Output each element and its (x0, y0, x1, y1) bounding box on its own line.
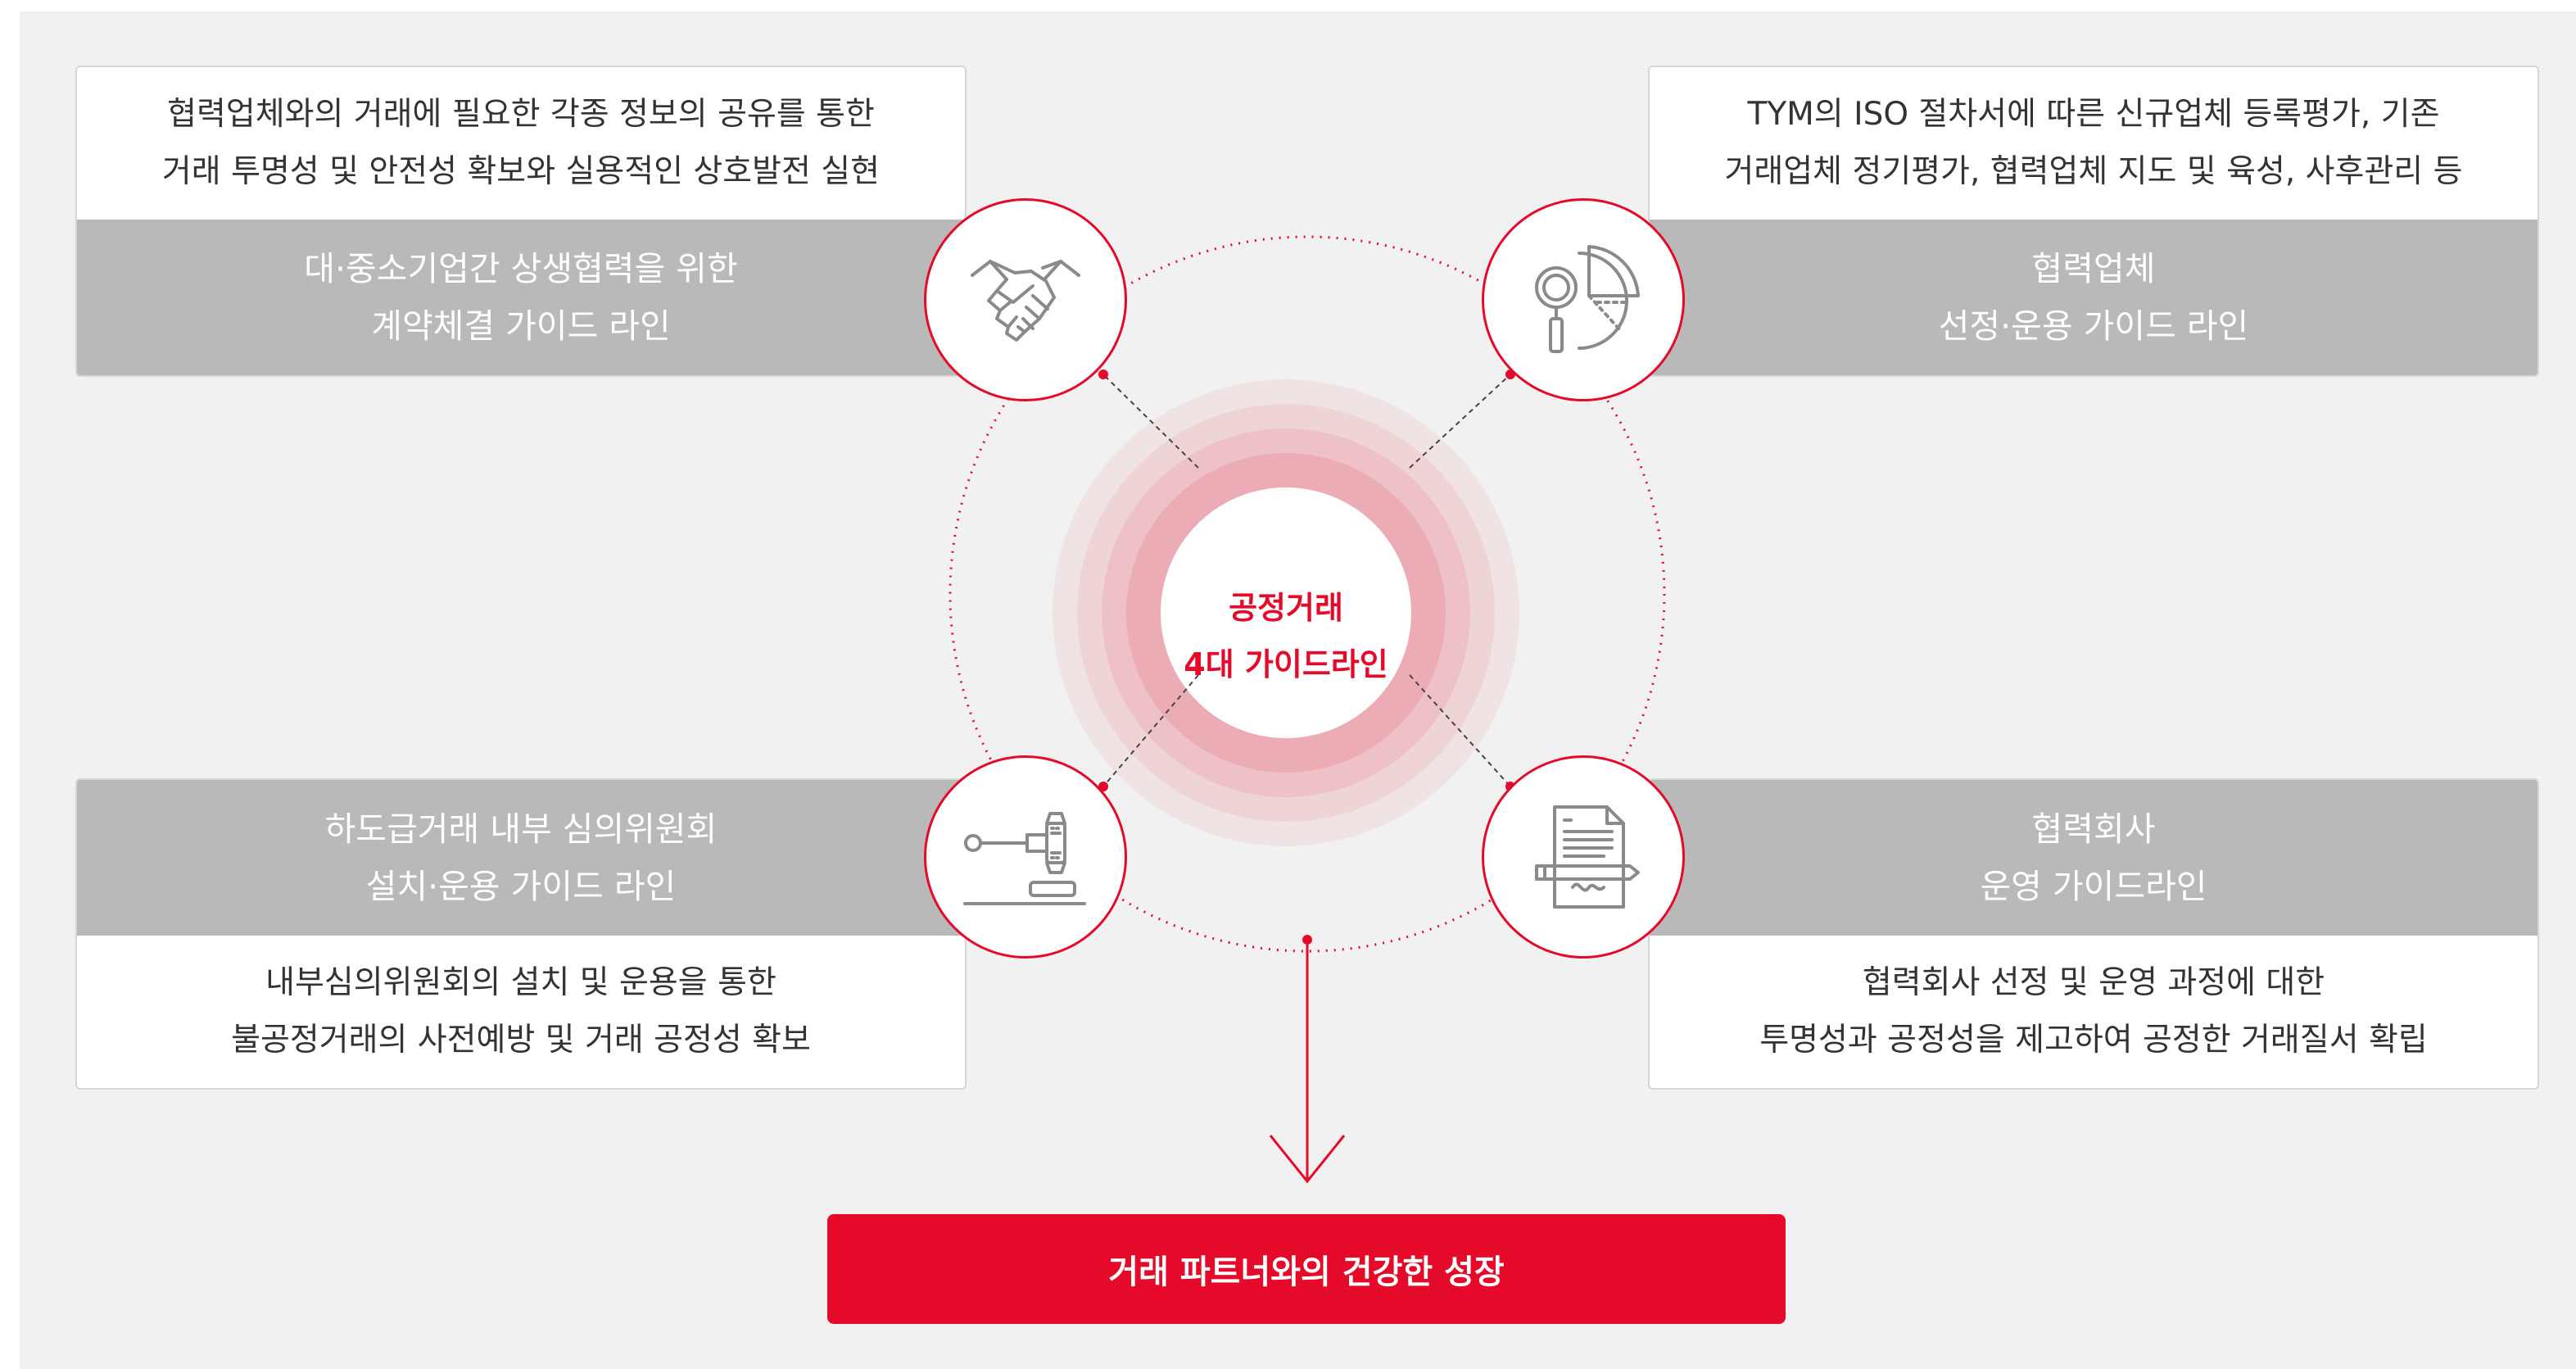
description-line: 거래업체 정기평가, 협력업체 지도 및 육성, 사후관리 등 (1724, 153, 2463, 190)
connector-bl (1102, 674, 1199, 787)
title-line: 운영 가이드라인 (1980, 867, 2207, 906)
analysis-icon-circle (1482, 198, 1685, 401)
gavel-icon (963, 812, 1086, 905)
card-title: 하도급거래 내부 심의위원회 설치·운용 가이드 라인 (77, 780, 965, 936)
contract-icon-circle (1482, 755, 1685, 959)
title-line: 하도급거래 내부 심의위원회 (324, 809, 718, 849)
connector-dot (1098, 369, 1108, 379)
title-line: 협력업체 (2031, 249, 2156, 288)
handshake-icon-circle (924, 198, 1127, 401)
card-description: 협력회사 선정 및 운영 과정에 대한 투명성과 공정성을 제고하여 공정한 거… (1650, 936, 2538, 1088)
center-title: 공정거래 4대 가이드라인 (1161, 508, 1411, 759)
card-description: 협력업체와의 거래에 필요한 각종 정보의 공유를 통한 거래 투명성 및 안전… (77, 67, 965, 220)
title-line: 설치·운용 가이드 라인 (365, 867, 677, 906)
title-line: 계약체결 가이드 라인 (371, 306, 671, 346)
center-circle (1161, 487, 1411, 738)
card-title: 협력업체 선정·운용 가이드 라인 (1650, 220, 2538, 375)
connector-tl (1102, 374, 1199, 469)
title-line: 선정·운용 가이드 라인 (1938, 306, 2249, 346)
result-text: 거래 파트너와의 건강한 성장 (1108, 1253, 1505, 1291)
title-line: 대·중소기업간 상생협력을 위한 (304, 249, 738, 288)
diagram-connectors (948, 235, 1666, 1184)
handshake-icon (971, 260, 1080, 342)
result-banner: 거래 파트너와의 건강한 성장 (827, 1214, 1786, 1324)
guideline-card-supplier-selection: TYM의 ISO 절차서에 따른 신규업체 등록평가, 기존 거래업체 정기평가… (1648, 66, 2539, 377)
card-description: 내부심의위원회의 설치 및 운용을 통한 불공정거래의 사전예방 및 거래 공정… (77, 936, 965, 1088)
description-line: 협력회사 선정 및 운영 과정에 대한 (1862, 964, 2325, 1001)
description-line: 내부심의위원회의 설치 및 운용을 통한 (265, 964, 776, 1001)
guideline-card-committee: 하도급거래 내부 심의위원회 설치·운용 가이드 라인 내부심의위원회의 설치 … (75, 778, 967, 1090)
orbit-bottom-dot (1302, 935, 1312, 945)
connector-tr (1409, 374, 1511, 469)
description-line: 거래 투명성 및 안전성 확보와 실용적인 상호발전 실현 (161, 153, 881, 190)
guideline-card-partner-operation: 협력회사 운영 가이드라인 협력회사 선정 및 운영 과정에 대한 투명성과 공… (1648, 778, 2539, 1090)
diagram-canvas: 협력업체와의 거래에 필요한 각종 정보의 공유를 통한 거래 투명성 및 안전… (20, 11, 2576, 1369)
gavel-icon-circle (924, 755, 1127, 959)
description-line: 불공정거래의 사전예방 및 거래 공정성 확보 (231, 1022, 811, 1058)
contract-document-pen-icon (1535, 805, 1640, 909)
card-description: TYM의 ISO 절차서에 따른 신규업체 등록평가, 기존 거래업체 정기평가… (1650, 67, 2538, 220)
description-line: TYM의 ISO 절차서에 따른 신규업체 등록평가, 기존 (1747, 96, 2440, 133)
down-arrow-head (1269, 1135, 1346, 1184)
connector-br (1409, 674, 1511, 787)
orbit-dotted-circle (948, 235, 1666, 953)
card-title: 협력회사 운영 가이드라인 (1650, 780, 2538, 936)
magnifier-pie-chart-icon (1535, 245, 1640, 353)
description-line: 투명성과 공정성을 제고하여 공정한 거래질서 확립 (1759, 1022, 2428, 1058)
guideline-card-contract: 협력업체와의 거래에 필요한 각종 정보의 공유를 통한 거래 투명성 및 안전… (75, 66, 967, 377)
description-line: 협력업체와의 거래에 필요한 각종 정보의 공유를 통한 (167, 96, 875, 133)
title-line: 협력회사 (2031, 809, 2156, 849)
center-title-line: 공정거래 (1229, 590, 1343, 626)
center-title-line: 4대 가이드라인 (1184, 646, 1388, 682)
card-title: 대·중소기업간 상생협력을 위한 계약체결 가이드 라인 (77, 220, 965, 375)
